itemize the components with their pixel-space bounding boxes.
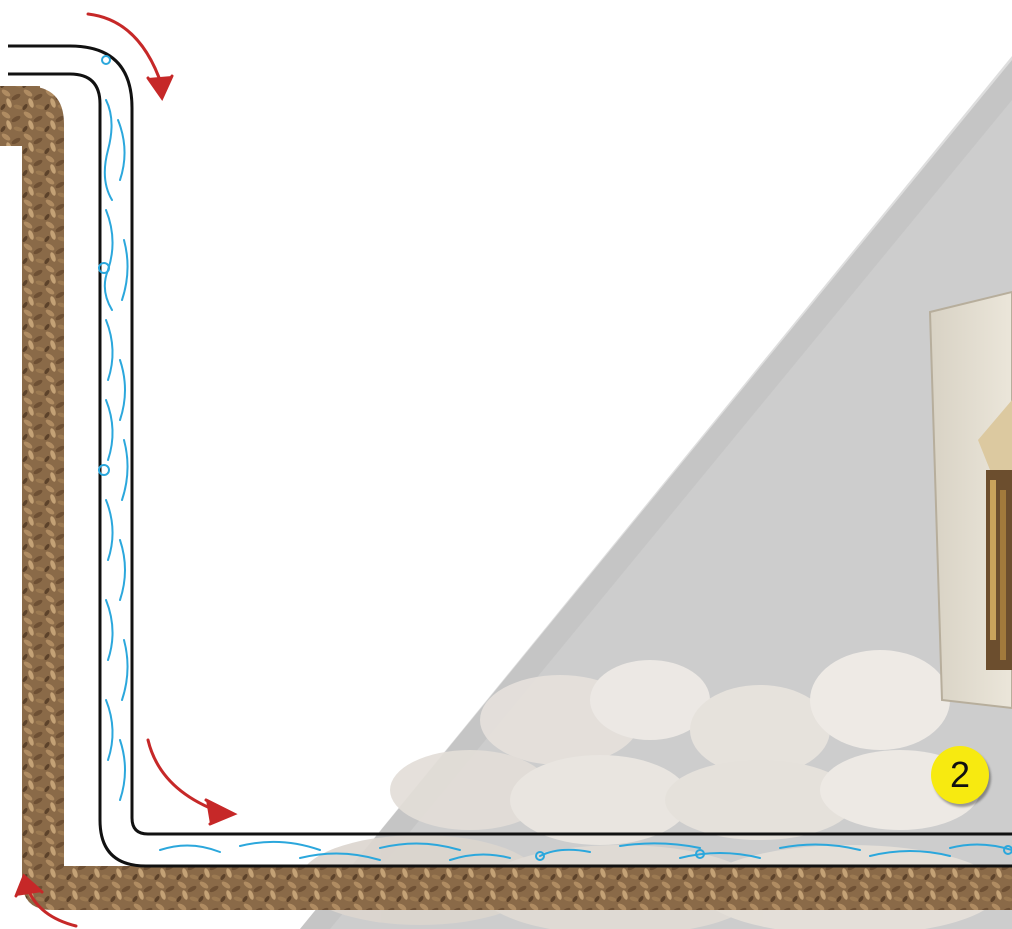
water-wave-icon [99, 56, 128, 800]
step-number-badge: 2 [931, 746, 989, 804]
step-number-label: 2 [950, 757, 970, 793]
boiler-unit [930, 292, 1012, 708]
